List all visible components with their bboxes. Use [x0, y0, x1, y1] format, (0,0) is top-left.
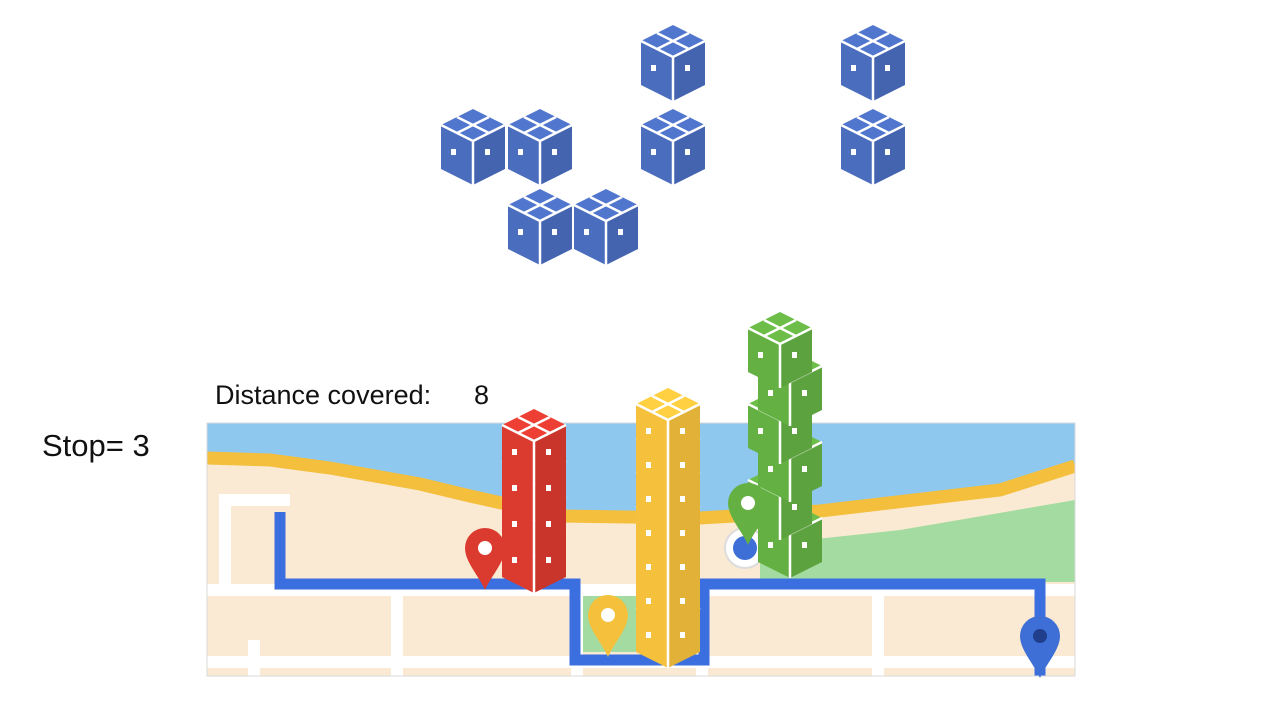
- package-box-icon: [840, 25, 906, 101]
- location-pin-icon: [588, 595, 628, 657]
- delivery-route: [274, 512, 1046, 676]
- location-pins: [465, 483, 1060, 678]
- package-box-icon: [573, 189, 639, 265]
- package-box-icon: [640, 109, 706, 185]
- location-pin-icon: [465, 528, 505, 590]
- stack-green: [747, 312, 823, 578]
- stack-box-icon: [501, 409, 567, 485]
- stop-counter: Stop= 3: [42, 428, 150, 463]
- stack-red: [501, 409, 567, 593]
- package-box-icon: [507, 189, 573, 265]
- stack-yellow: [635, 388, 701, 668]
- package-box-icon: [507, 109, 573, 185]
- package-stacks: [501, 312, 823, 668]
- distance-value: 8: [474, 380, 490, 410]
- waiting-packages: [440, 25, 906, 265]
- location-pin-icon: [1020, 616, 1060, 678]
- location-pin-icon: [728, 483, 768, 545]
- distance-label: Distance covered:: [215, 380, 432, 410]
- package-box-icon: [840, 109, 906, 185]
- stack-box-icon: [747, 312, 813, 388]
- map-park-east: [760, 500, 1075, 582]
- stack-box-icon: [635, 388, 701, 464]
- package-box-icon: [640, 25, 706, 101]
- package-box-icon: [440, 109, 506, 185]
